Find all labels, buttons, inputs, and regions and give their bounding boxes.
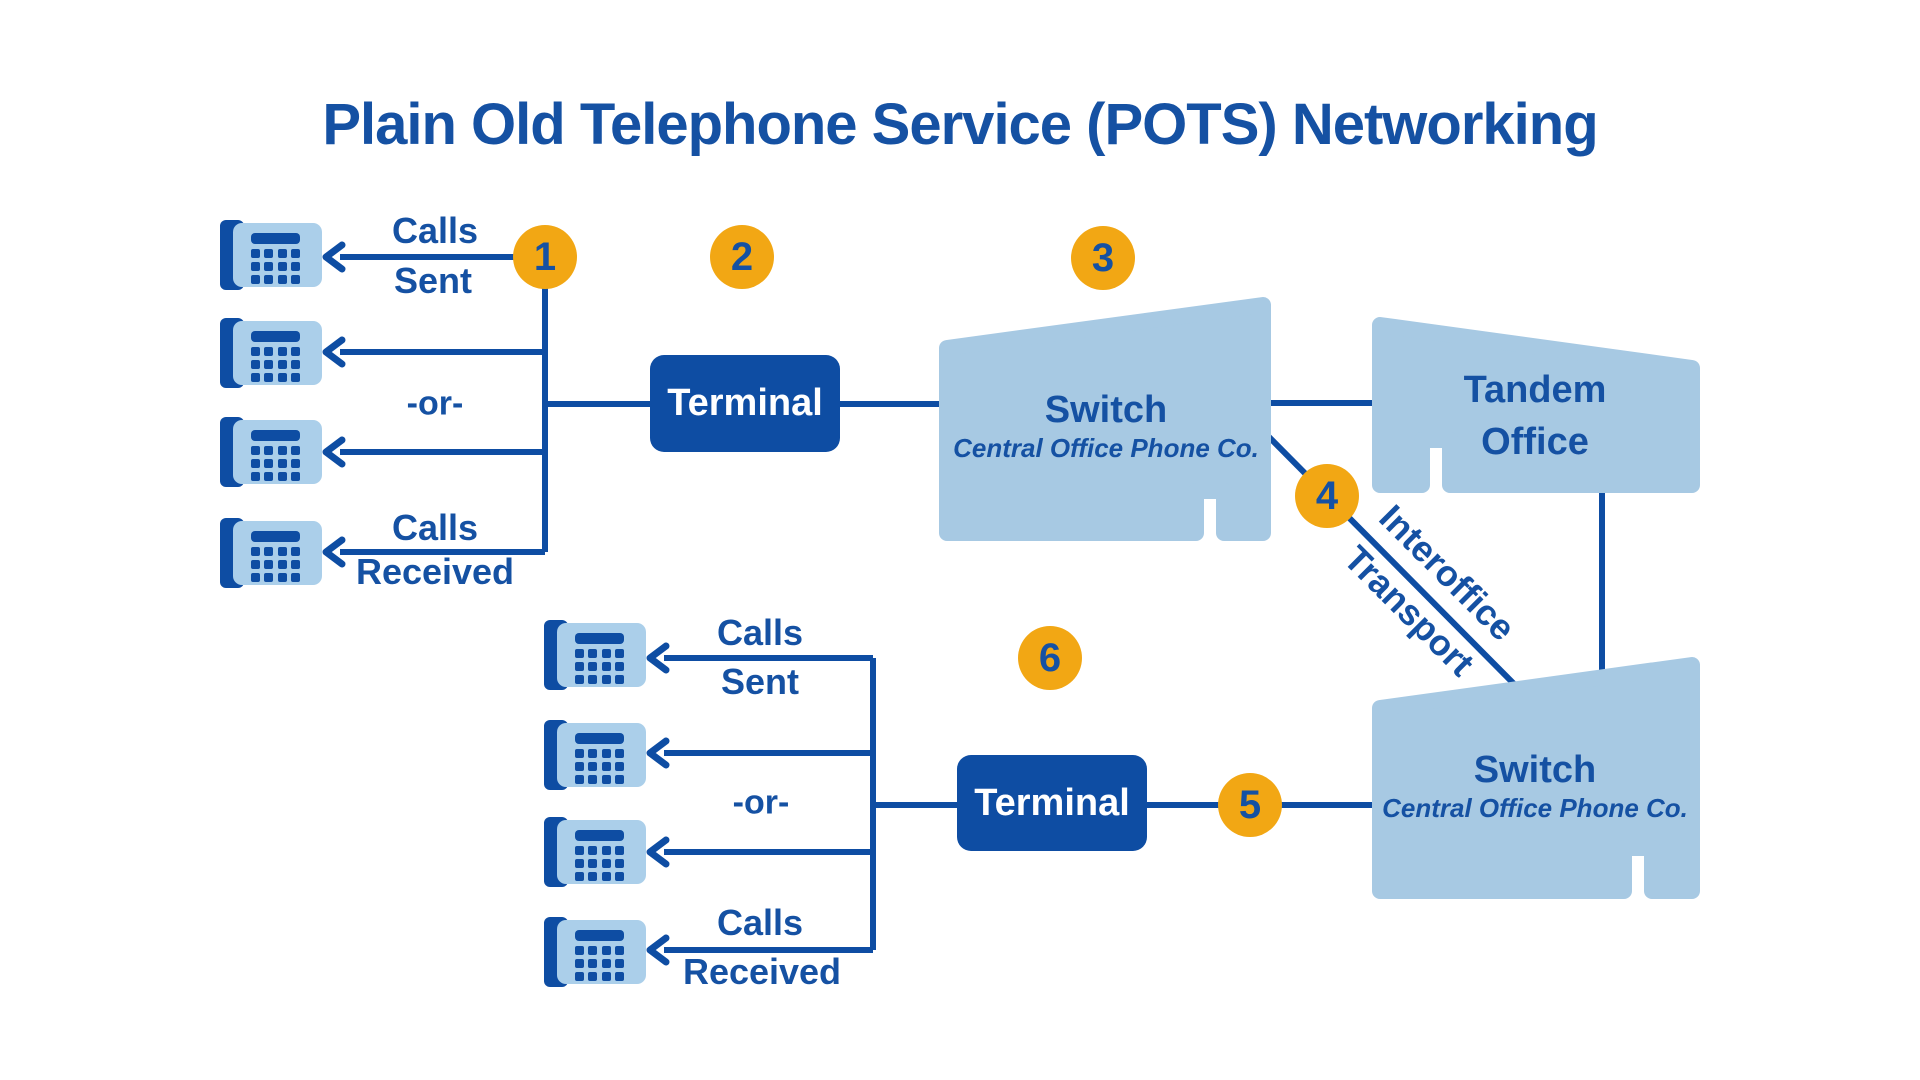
tandem-office-line2: Office: [1481, 421, 1589, 463]
step-badge-6: 6: [1018, 626, 1082, 690]
label-calls-sent-bottom-line2: Sent: [720, 661, 800, 702]
phone-icon: [220, 518, 322, 588]
switch-top-label: Switch Central Office Phone Co.: [953, 387, 1259, 463]
arrowhead-icon: [322, 436, 346, 468]
tandem-office-line1: Tandem: [1463, 369, 1607, 411]
tandem-office-label: Tandem Office: [1464, 364, 1607, 468]
label-or-bottom: -or-: [732, 783, 790, 822]
phone-icon: [544, 720, 646, 790]
label-calls-sent-bottom-line1: Calls: [716, 612, 804, 653]
step-badge-1: 1: [513, 225, 577, 289]
switch-bottom-title: Switch: [1473, 749, 1597, 791]
phone-icon: [220, 417, 322, 487]
phone-icon: [544, 620, 646, 690]
label-or-top: -or-: [406, 384, 464, 423]
terminal-top-node: Terminal: [650, 355, 840, 452]
arrowhead-icon: [646, 934, 670, 966]
switch-top-title: Switch: [1044, 389, 1168, 431]
label-calls-sent-top-line1: Calls: [391, 210, 479, 251]
terminal-bottom-node: Terminal: [957, 755, 1147, 851]
page-title: Plain Old Telephone Service (POTS) Netwo…: [322, 91, 1598, 157]
arrowheads: [322, 241, 670, 966]
arrowhead-icon: [322, 536, 346, 568]
phone-icon: [220, 318, 322, 388]
label-calls-received-bottom-line2: Received: [682, 951, 842, 992]
step-badge-3: 3: [1071, 226, 1135, 290]
arrowhead-icon: [322, 336, 346, 368]
phone-icon: [544, 917, 646, 987]
tandem-office-building: [1372, 317, 1700, 493]
arrowhead-icon: [646, 737, 670, 769]
phones-top: [220, 220, 322, 588]
switch-top-building: [939, 297, 1271, 541]
label-calls-received-top-line2: Received: [355, 551, 515, 592]
arrowhead-icon: [646, 836, 670, 868]
label-calls-received-bottom-line1: Calls: [716, 902, 804, 943]
arrowhead-icon: [646, 642, 670, 674]
step-badge-4: 4: [1295, 464, 1359, 528]
phones-bottom: [544, 620, 646, 987]
step-badge-5: 5: [1218, 773, 1282, 837]
switch-bottom-building: [1372, 657, 1700, 899]
switch-top-subtitle: Central Office Phone Co.: [953, 433, 1259, 463]
label-calls-received-top-line1: Calls: [391, 507, 479, 548]
switch-bottom-label: Switch Central Office Phone Co.: [1382, 747, 1688, 823]
arrowhead-icon: [322, 241, 346, 273]
phone-icon: [544, 817, 646, 887]
label-calls-sent-top-line2: Sent: [393, 260, 473, 301]
phone-icon: [220, 220, 322, 290]
step-badge-2: 2: [710, 225, 774, 289]
switch-bottom-subtitle: Central Office Phone Co.: [1382, 793, 1688, 823]
